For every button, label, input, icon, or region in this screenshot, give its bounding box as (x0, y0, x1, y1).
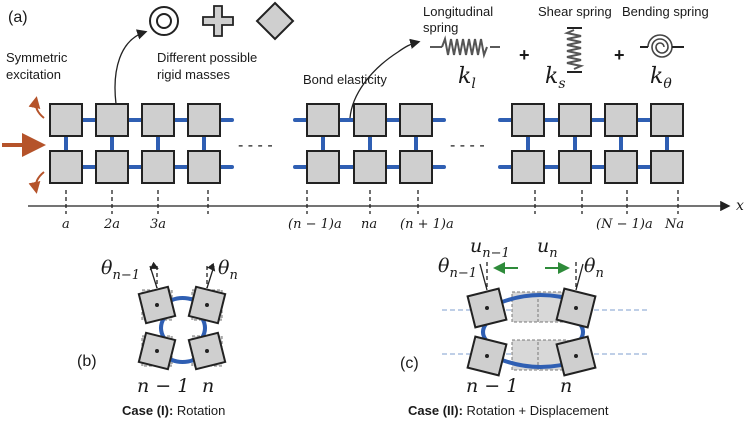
index-n-b: n (202, 375, 214, 397)
axis-tick-label: (n + 1)a (400, 217, 454, 232)
panel-a-label: (a) (8, 9, 28, 26)
symmetric-excitation-line1: Symmetric (6, 50, 68, 65)
rigid-mass-square (558, 150, 592, 184)
bond-elasticity-label: Bond elasticity (303, 72, 387, 87)
excitation-arrows (2, 96, 46, 194)
bending-spring-label: Bending spring (622, 4, 709, 19)
rigid-mass-square (187, 150, 221, 184)
rigid-masses-pointer (114, 29, 148, 105)
case-2-caption: Case (II): Rotation + Displacement (408, 403, 609, 418)
rigid-mass-square (306, 150, 340, 184)
rigid-mass-square (650, 150, 684, 184)
index-n-minus-1-b: n − 1 (137, 375, 189, 397)
kl-symbol: kl (458, 64, 476, 92)
rigid-mass-square (141, 150, 175, 184)
rigid-mass-square (604, 103, 638, 137)
ktheta-symbol: kθ (650, 64, 672, 92)
rigid-masses-line2: rigid masses (157, 67, 230, 82)
longitudinal-spring-line1: Longitudinal (423, 4, 493, 19)
rotation-arrow-bottom (28, 171, 45, 194)
axis-tick-label: 3a (150, 217, 166, 232)
panel-b-diagram (137, 261, 227, 371)
rigid-mass-square (511, 103, 545, 137)
rigid-mass-square (353, 150, 387, 184)
panel-b-label: (b) (77, 353, 97, 370)
rigid-mass-shapes (149, 1, 295, 41)
x-axis-label: x (736, 198, 744, 214)
symmetric-excitation-line2: excitation (6, 67, 61, 82)
shear-spring-icon (563, 27, 585, 73)
rigid-mass-square (558, 103, 592, 137)
axis-tick-label: 2a (103, 217, 120, 232)
axis-tick-label: (N − 1)a (596, 217, 653, 232)
rigid-mass-square (604, 150, 638, 184)
theta-n-c: θn (584, 255, 604, 281)
rigid-mass-square (95, 150, 129, 184)
ks-symbol: ks (545, 64, 566, 92)
panel-c-diagram (442, 262, 650, 377)
axis-tick-label: (n − 1)a (288, 217, 342, 232)
rigid-mass-square (49, 103, 83, 137)
axis-tick-label: Na (664, 217, 684, 232)
rigid-mass-square (650, 103, 684, 137)
rigid-mass-square (95, 103, 129, 137)
cross-mass-icon (202, 5, 234, 37)
axis-tick-label: na (361, 217, 377, 232)
diamond-mass-icon (255, 1, 295, 41)
axis-ticks: a 2a 3a (n − 1)a na (n + 1)a (N − 1)a Na (62, 190, 684, 232)
rigid-mass-square (353, 103, 387, 137)
plus-sign-1: + (519, 45, 530, 65)
u-n: un (537, 235, 558, 261)
theta-n-minus-1-c: θn−1 (438, 255, 477, 281)
u-n-minus-1: un−1 (470, 235, 510, 261)
rigid-masses-line1: Different possible (157, 50, 257, 65)
theta-n-minus-1-b: θn−1 (101, 257, 140, 283)
index-n-minus-1-c: n − 1 (466, 375, 518, 397)
panel-c-label: (c) (400, 355, 419, 372)
shear-spring-label: Shear spring (538, 4, 612, 19)
rigid-mass-square (49, 150, 83, 184)
longitudinal-spring-icon (430, 35, 500, 59)
longitudinal-spring-line2: spring (423, 20, 458, 35)
plus-sign-2: + (614, 45, 625, 65)
rigid-mass-square (399, 103, 433, 137)
rigid-mass-square (141, 103, 175, 137)
rigid-mass-square (306, 103, 340, 137)
rigid-mass-square (399, 150, 433, 184)
bending-spring-icon (640, 34, 684, 58)
ring-mass-icon (149, 6, 179, 36)
rigid-mass-square (187, 103, 221, 137)
case-1-caption: Case (I): Rotation (122, 403, 225, 418)
rigid-mass-square (511, 150, 545, 184)
mass-chain (49, 103, 684, 184)
ellipsis-dashes-2: - - - - (450, 137, 485, 154)
axis-tick-label: a (62, 217, 70, 232)
bond-elasticity-pointer (349, 38, 421, 119)
ellipsis-dashes-1: - - - - (238, 137, 273, 154)
index-n-c: n (560, 375, 572, 397)
rotation-arrow-top (28, 96, 45, 119)
theta-n-b: θn (218, 257, 238, 283)
